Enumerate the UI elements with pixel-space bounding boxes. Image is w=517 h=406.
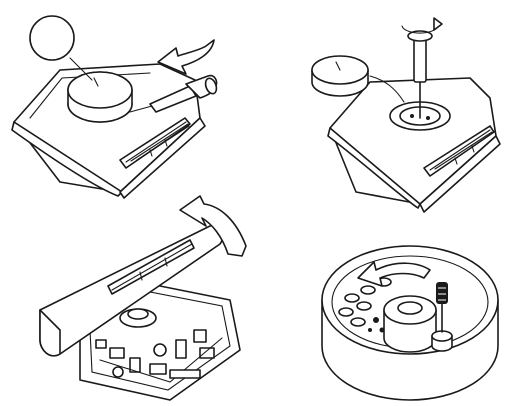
scale-body-2 [328,78,500,212]
panel-step-1 [12,16,218,198]
panel-step-3 [40,196,246,400]
scale-pan [68,72,132,122]
panel-step-4 [322,246,498,400]
panel-step-2 [312,18,500,212]
